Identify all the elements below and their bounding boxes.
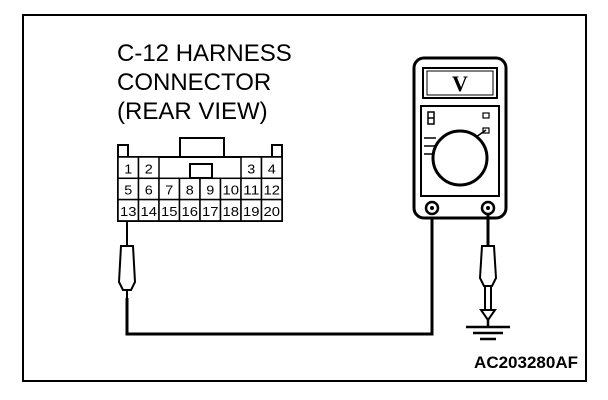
pin-label-12: 12 xyxy=(264,183,281,198)
pin-label-10: 10 xyxy=(223,183,240,198)
mode-switch-1 xyxy=(482,112,490,119)
pin-label-1: 1 xyxy=(124,161,132,176)
pin-label-8: 8 xyxy=(186,183,194,198)
connector-probe xyxy=(117,222,137,298)
pin-label-19: 19 xyxy=(243,204,260,219)
selector-dial xyxy=(431,129,489,187)
pin-label-16: 16 xyxy=(182,204,199,219)
pin-label-14: 14 xyxy=(141,204,158,219)
pin-label-15: 15 xyxy=(161,204,178,219)
multimeter: V xyxy=(412,56,508,220)
pin-label-4: 4 xyxy=(268,161,276,176)
pin-label-5: 5 xyxy=(124,183,132,198)
connector-latch-window xyxy=(189,163,213,179)
pin-label-11: 11 xyxy=(243,183,260,198)
pin-label-9: 9 xyxy=(206,183,214,198)
connector-title-line-3: (REAR VIEW) xyxy=(117,98,268,125)
connector-left-tab xyxy=(117,144,129,158)
ground-probe xyxy=(478,214,498,322)
connector-title-line-2: CONNECTOR xyxy=(117,69,272,96)
pin-label-13: 13 xyxy=(120,204,137,219)
connector-title-line-1: C-12 HARNESS xyxy=(117,40,292,67)
pin-label-17: 17 xyxy=(202,204,219,219)
voltage-symbol: V xyxy=(452,71,468,96)
figure-id: AC203280AF xyxy=(474,353,578,372)
pin-label-6: 6 xyxy=(145,183,153,198)
ground-icon xyxy=(466,320,510,341)
pin-cell-20 xyxy=(260,198,283,222)
diagram-frame xyxy=(22,14,587,382)
connector-right-tab xyxy=(271,144,283,158)
pin-label-20: 20 xyxy=(264,204,281,219)
ground-probe-handle xyxy=(478,245,498,287)
pin-label-2: 2 xyxy=(145,161,153,176)
probe-handle xyxy=(117,245,137,291)
pin-label-7: 7 xyxy=(165,183,173,198)
pin-label-3: 3 xyxy=(247,161,255,176)
pin-label-18: 18 xyxy=(223,204,240,219)
test-lead-wire xyxy=(125,213,434,336)
